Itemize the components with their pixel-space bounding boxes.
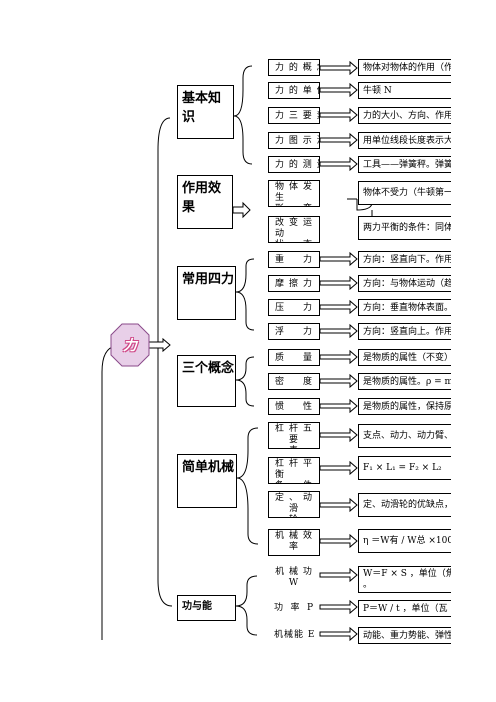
desc-mechanical-work-line1: W＝F × S ，单位（焦 [363,569,455,579]
term-pulley-line2: 轮 [275,515,313,517]
term-force-unit: 力 的 单 位 [268,82,320,99]
category-effects: 作用效果 [177,175,233,229]
desc-friction: 方向：与物体运动（趋 [358,275,468,292]
arrow-density [319,373,358,389]
term-change-motion: 改变运动 状 态 [268,216,320,243]
term-lever-balance: 杠杆平衡 条 件 [268,457,320,484]
term-deformation-line1: 物体发生 [275,182,313,203]
term-efficiency-line1: 机械效率 [275,531,313,552]
desc-mechanical-work: W＝F × S ，单位（焦 。 [358,566,468,593]
brace-concepts-top [235,356,255,381]
desc-no-force-newton: 物体不受力（牛顿第一 [358,181,468,205]
category-basic-knowledge: 基本知识 [177,85,234,139]
effect-arrow [232,201,251,219]
term-gravity: 重 力 [268,251,320,268]
desc-lever-five-elements: 支点、动力、动力臂、 [358,424,468,448]
brace-forces-top [235,258,255,293]
brace-concepts-bottom [235,379,255,407]
hub-octagon-shape [110,323,150,367]
desc-efficiency-formula: η ＝W有 / W总 ×100 % [358,529,468,553]
arrow-diagram [319,132,358,148]
term-mechanical-work-line2: W [288,578,300,588]
term-force-diagram: 力 图 示 法 [268,132,320,149]
brace-basic-top [233,65,253,117]
arrow-gravity [319,251,358,267]
term-lever-five-elements-line2: 素 [275,446,313,448]
term-power: 功 率 P [274,603,314,613]
arrow-mass [319,349,358,365]
brace-forces-bottom [235,291,255,331]
desc-force-concept: 物体对物体的作用（作 [358,59,468,76]
arrow-work [319,567,358,583]
term-lever-balance-line2: 条 件 [275,481,313,483]
arrow-balance [319,460,358,476]
term-pulley-line1: 定、动滑 [275,493,313,514]
term-change-motion-line2: 状 态 [275,240,313,242]
category-four-forces: 常用四力 [177,266,236,320]
desc-inertia: 是物质的属性，保持原 [358,398,468,415]
arrow-energy [319,626,358,642]
desc-lever-balance-equation: F₁ × L₁ = F₂ × L₂ [358,456,468,480]
brace-machines-top [236,427,259,479]
term-mechanical-work-line1: 机 械 功 [275,567,313,577]
arrow-pressure [319,299,358,315]
hollow-arrows [145,60,358,642]
term-three-elements: 力 三 要 素 [268,107,320,124]
term-efficiency: 机械效率 η [268,529,320,556]
hub-label: 力 [123,338,137,354]
arrow-unit [319,82,358,98]
arrow-buoyancy [319,323,358,339]
term-mechanical-energy: 机械能 E [274,630,316,640]
term-pressure: 压 力 [268,299,320,316]
arrow-pulley [319,497,358,513]
arrow-efficiency [319,533,358,549]
term-lever-five-elements: 杠杆五要 素 [268,422,320,449]
term-lever-balance-line1: 杠杆平衡 [275,459,313,480]
term-mass: 质 量 [268,349,320,366]
arrow-concept [319,60,358,76]
term-force-concept: 力 的 概 念 [268,59,320,76]
term-lever-five-elements-line1: 杠杆五要 [275,424,313,445]
brace-work-bottom [235,605,258,636]
term-change-motion-line1: 改变运动 [275,218,313,239]
term-friction: 摩 擦 力 [268,275,320,292]
brace-machines-bottom [236,477,259,545]
desc-buoyancy: 方向：竖直向上。作用 [358,323,468,340]
brace-work-top [235,575,258,607]
hub-node: 力 [110,323,150,367]
arrow-inertia [319,398,358,414]
category-three-concepts: 三个概念 [177,355,236,407]
arrow-measure [319,156,358,172]
desc-balance-conditions: 两力平衡的条件：同体 [358,216,468,240]
term-buoyancy: 浮 力 [268,323,320,340]
arrow-lever5 [319,427,358,443]
term-mechanical-work: 机 械 功 W [268,566,320,592]
term-deformation-line2: 形 变 [275,204,313,206]
desc-mechanical-energy: 动能、重力势能、弹性 [358,627,468,644]
term-pulley: 定、动滑 轮 [268,491,320,518]
arrow-power [319,599,358,615]
term-force-measure: 力 的 测 量 [268,156,320,173]
term-deformation: 物体发生 形 变 [268,180,320,207]
desc-pulley: 定、动滑轮的优缺点， [358,493,468,517]
term-density: 密 度 [268,373,320,390]
desc-mass: 是物质的属性（不变） [358,349,468,366]
brace-basic-bottom [233,115,253,165]
category-work-energy: 功与能 [177,595,236,621]
desc-mechanical-work-line2: 。 [363,580,373,590]
arrow-friction [319,275,358,291]
term-inertia: 惯 性 [268,398,320,415]
page-crop-margin [451,0,496,702]
hub-stem-line [101,345,117,640]
term-efficiency-line2: η [275,553,313,555]
arrow-three-elements [319,107,358,123]
category-spine-line [157,117,173,607]
category-simple-machines: 简单机械 [177,454,237,508]
